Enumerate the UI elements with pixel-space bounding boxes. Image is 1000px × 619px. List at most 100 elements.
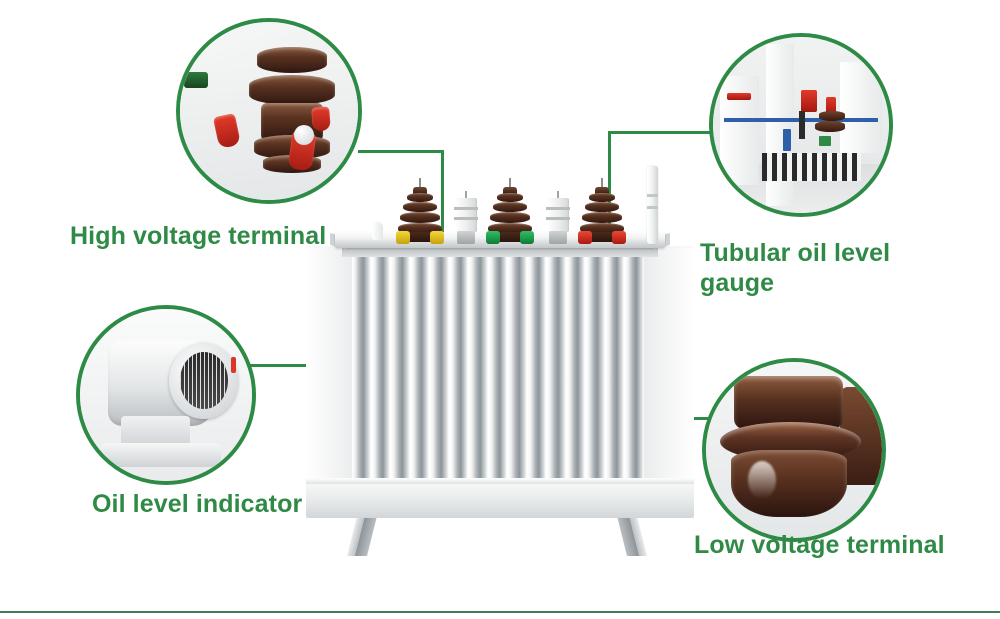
arrester-ring xyxy=(546,217,570,220)
radiator-fin xyxy=(605,250,626,482)
tank-skirt-top xyxy=(306,478,694,484)
callout-circle-high-voltage-terminal[interactable] xyxy=(176,18,362,204)
hv-bushing-1 xyxy=(396,178,444,244)
bushing-clamp-red xyxy=(578,231,592,244)
arrester-foot xyxy=(457,231,475,244)
hv-terminal-photo xyxy=(180,22,358,200)
bushing-shed xyxy=(580,223,624,234)
bushing-clamp-yellow xyxy=(396,231,410,244)
workshop-panel xyxy=(720,75,759,185)
bushing-shed xyxy=(257,46,328,73)
transformer-illustration xyxy=(290,160,710,580)
radiator-fin xyxy=(410,250,431,482)
red-clamp-connector xyxy=(310,106,331,133)
radiator-fin xyxy=(430,250,450,482)
terminal-knob xyxy=(293,125,314,146)
bushing-base xyxy=(499,232,521,242)
arrester-ring xyxy=(454,207,478,210)
tank-skirt xyxy=(306,482,694,518)
bushing-stem xyxy=(601,178,603,190)
workshop-column xyxy=(765,44,794,206)
bushing-base xyxy=(409,232,431,242)
red-equipment xyxy=(727,93,752,101)
workshop-photo xyxy=(713,37,889,213)
radiator-fin xyxy=(547,250,567,482)
bushing-shed xyxy=(493,202,527,212)
lv-terminal-photo xyxy=(706,362,882,538)
bushing-shed xyxy=(582,212,622,223)
gauge-tube-band xyxy=(647,194,658,197)
bushing-stem xyxy=(419,178,421,190)
radiator-fin xyxy=(527,250,548,482)
radiator-fin xyxy=(488,250,509,482)
arrester-ring xyxy=(454,217,478,220)
brown-insulator xyxy=(818,110,845,121)
gauge-tube-body xyxy=(647,166,658,244)
dark-equipment xyxy=(799,110,806,139)
bushing-clamp-yellow xyxy=(430,231,444,244)
connector-line-gauge-horizontal xyxy=(608,131,716,134)
radiator-fin xyxy=(371,250,392,482)
callout-circle-tubular-oil-level-gauge[interactable] xyxy=(709,33,893,217)
connector-line-hv-vertical xyxy=(441,150,444,256)
bushing-stem xyxy=(509,178,511,190)
cover-edge xyxy=(342,248,658,257)
striped-rack xyxy=(762,153,861,182)
radiator-fin-pack xyxy=(352,250,644,482)
indicator-base-plate xyxy=(100,443,222,468)
lifting-lug xyxy=(372,222,383,240)
highlight-gloss xyxy=(748,460,777,500)
callout-circle-low-voltage-terminal[interactable] xyxy=(702,358,886,542)
hv-bushing-2 xyxy=(486,178,534,244)
red-pointer-mark xyxy=(231,357,237,374)
arrester-body xyxy=(547,198,569,232)
red-equipment xyxy=(801,89,817,112)
arrester-ring xyxy=(546,207,570,210)
surge-arrester-1 xyxy=(453,191,479,244)
radiator-fin xyxy=(625,250,644,482)
label-low-voltage-terminal: Low voltage terminal xyxy=(694,531,945,559)
connector-line-hv-horizontal xyxy=(358,150,444,153)
tubular-oil-level-gauge-tube xyxy=(647,166,658,244)
green-component xyxy=(183,71,208,88)
radiator-fin xyxy=(352,250,372,482)
blue-equipment xyxy=(783,128,792,151)
bushing-clamp-green xyxy=(486,231,500,244)
hv-bushing-3 xyxy=(578,178,626,244)
bushing-shed xyxy=(400,212,440,223)
transformer-top-assembly xyxy=(335,166,675,244)
transformer-foot-right xyxy=(608,516,647,556)
red-equipment xyxy=(825,96,836,115)
radiator-fin xyxy=(391,250,411,482)
bushing-cap xyxy=(413,187,427,194)
bushing-shed xyxy=(589,193,615,202)
tank-wall-right xyxy=(634,248,694,484)
bushing-shed xyxy=(398,223,442,234)
bushing-shed xyxy=(403,202,437,212)
bushing-base xyxy=(591,232,613,242)
bushing-clamp-green xyxy=(520,231,534,244)
gauge-tube-band xyxy=(647,206,658,209)
label-high-voltage-terminal: High voltage terminal xyxy=(70,222,327,250)
bushing-shed xyxy=(488,223,532,234)
bushing-shed xyxy=(407,193,433,202)
radiator-fin xyxy=(469,250,489,482)
arrester-body xyxy=(455,198,477,232)
label-oil-level-indicator: Oil level indicator xyxy=(92,490,303,518)
bushing-shed xyxy=(490,212,530,223)
arrester-hook xyxy=(465,191,467,200)
callout-circle-oil-level-indicator[interactable] xyxy=(76,305,256,485)
surge-arrester-2 xyxy=(545,191,571,244)
bushing-shed xyxy=(585,202,619,212)
bushing-clamp-red xyxy=(612,231,626,244)
indicator-dial xyxy=(179,352,228,409)
connector-line-oil-horizontal xyxy=(243,364,351,367)
radiator-fin xyxy=(586,250,606,482)
bottom-divider-rule xyxy=(0,611,1000,613)
connector-line-gauge-vertical xyxy=(608,131,611,247)
green-equipment xyxy=(818,135,831,146)
dial-scale-marks xyxy=(179,352,228,409)
radiator-fin xyxy=(508,250,528,482)
transformer-foot-left xyxy=(347,516,386,556)
